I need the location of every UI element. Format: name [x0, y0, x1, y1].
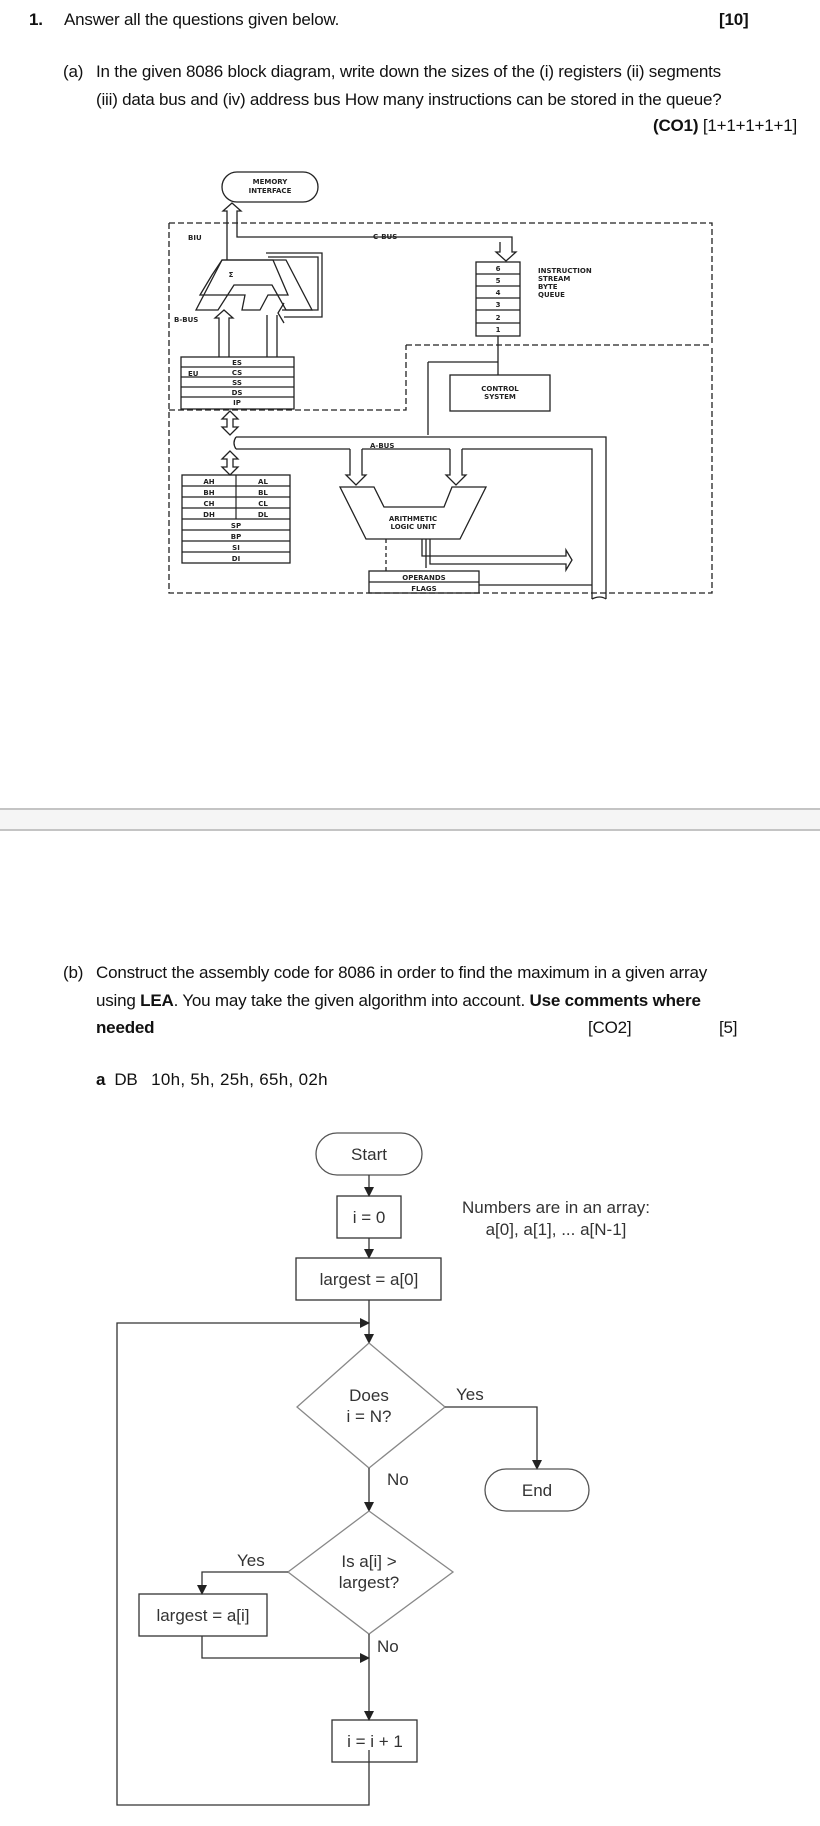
increment-box [331, 1719, 418, 1763]
queue-cell-3: 3 [496, 301, 501, 309]
reg-ah: AH [203, 478, 214, 486]
alu-line2: LOGIC UNIT [390, 523, 435, 531]
decision1-line2: i = N? [347, 1407, 392, 1426]
reg-bp: BP [231, 533, 241, 541]
operands-label: OPERANDS [402, 574, 445, 582]
page-1: 1. Answer all the questions given below.… [0, 0, 820, 808]
queue-cell-2: 2 [496, 314, 501, 322]
reg-ch: CH [204, 500, 215, 508]
control-system-line1: CONTROL [481, 385, 519, 393]
end-terminal [484, 1468, 590, 1512]
array-directive: DB [114, 1070, 138, 1089]
memory-interface-line2: INTERFACE [249, 187, 292, 195]
part-a-line1: In the given 8086 block diagram, write d… [96, 62, 721, 81]
c-bus-label: C-BUS [373, 233, 397, 241]
update-largest-label: largest = a[i] [156, 1606, 249, 1625]
question-number: 1. [29, 10, 43, 29]
question-marks: [10] [719, 10, 749, 29]
array-definition: a DB 10h, 5h, 25h, 65h, 02h [96, 1070, 328, 1090]
reg-sp: SP [231, 522, 241, 530]
array-name: a [96, 1070, 106, 1089]
decision2-line1: Is a[i] > [341, 1552, 396, 1571]
flags-label: FLAGS [411, 585, 436, 593]
seg-reg-cs: CS [232, 369, 242, 377]
page-separator [0, 808, 820, 831]
memory-interface-line1: MEMORY [253, 178, 289, 186]
queue-cell-5: 5 [496, 277, 501, 285]
seg-reg-ds: DS [232, 389, 243, 397]
reg-bl: BL [258, 489, 268, 497]
part-b-line3: needed [96, 1018, 155, 1037]
question-text: Answer all the questions given below. [64, 10, 340, 29]
8086-block-diagram: MEMORY INTERFACE BIU EU C-BUS B-BUS A-BU… [168, 171, 713, 600]
decision-i-equals-n [296, 1342, 447, 1469]
init-i-label: i = 0 [353, 1208, 386, 1227]
part-b-line2-pre: using [96, 991, 141, 1010]
queue-cell-6: 6 [496, 265, 501, 273]
array-note-line2: a[0], a[1], ... a[N-1] [486, 1220, 627, 1239]
init-largest-label: largest = a[0] [320, 1270, 419, 1289]
seg-reg-es: ES [232, 359, 242, 367]
eu-label: EU [188, 370, 199, 378]
part-a-co-marks: (CO1) [1+1+1+1+1] [653, 116, 797, 136]
reg-al: AL [258, 478, 268, 486]
queue-cell-4: 4 [496, 289, 501, 297]
queue-label-line2: STREAM [538, 275, 570, 283]
queue-label-line3: BYTE [538, 283, 558, 291]
queue-label-line1: INSTRUCTION [538, 267, 592, 275]
reg-bh: BH [203, 489, 214, 497]
part-b-co: [CO2] [588, 1018, 632, 1037]
part-b-marks: [5] [719, 1018, 738, 1037]
b-bus-label: B-BUS [174, 316, 198, 324]
decision2-yes: Yes [237, 1551, 265, 1570]
part-a-label: (a) [63, 62, 84, 81]
increment-label: i = i + 1 [347, 1732, 403, 1751]
reg-cl: CL [258, 500, 268, 508]
end-label: End [522, 1481, 552, 1500]
part-b-label: (b) [63, 963, 84, 982]
part-b-comments-note: Use comments where [529, 991, 701, 1010]
decision1-yes: Yes [456, 1385, 484, 1404]
part-b-line2: using LEA. You may take the given algori… [96, 991, 701, 1011]
decision2-no: No [377, 1637, 399, 1656]
decision1-line1: Does [349, 1386, 389, 1405]
update-largest-box [138, 1593, 268, 1637]
biu-label: BIU [188, 234, 202, 242]
reg-dh: DH [203, 511, 215, 519]
part-b-line1: Construct the assembly code for 8086 in … [96, 963, 708, 982]
queue-label-line4: QUEUE [538, 291, 565, 299]
part-a-marks: [1+1+1+1+1] [702, 116, 798, 135]
part-a-co: (CO1) [653, 116, 699, 135]
lea-keyword: LEA [140, 991, 174, 1010]
reg-di: DI [232, 555, 240, 563]
reg-dl: DL [258, 511, 269, 519]
decision2-line2: largest? [339, 1573, 399, 1592]
a-bus-label: A-BUS [370, 442, 394, 450]
decision1-no: No [387, 1470, 409, 1489]
array-values: 10h, 5h, 25h, 65h, 02h [151, 1070, 328, 1089]
flowchart: Start i = 0 largest = a[0] Numbers are i… [116, 1132, 650, 1806]
seg-reg-ip: IP [233, 399, 241, 407]
seg-reg-ss: SS [232, 379, 242, 387]
alu-line1: ARITHMETIC [389, 515, 437, 523]
sigma-label: Σ [229, 271, 234, 279]
part-a-line2: (iii) data bus and (iv) address bus How … [96, 90, 722, 109]
queue-cell-1: 1 [496, 326, 501, 334]
array-note-line1: Numbers are in an array: [462, 1198, 650, 1217]
page-2 [0, 831, 820, 1826]
start-label: Start [351, 1145, 387, 1164]
part-b-line2-post: . You may take the given algorithm into … [173, 991, 530, 1010]
control-system-line2: SYSTEM [484, 393, 516, 401]
reg-si: SI [232, 544, 240, 552]
